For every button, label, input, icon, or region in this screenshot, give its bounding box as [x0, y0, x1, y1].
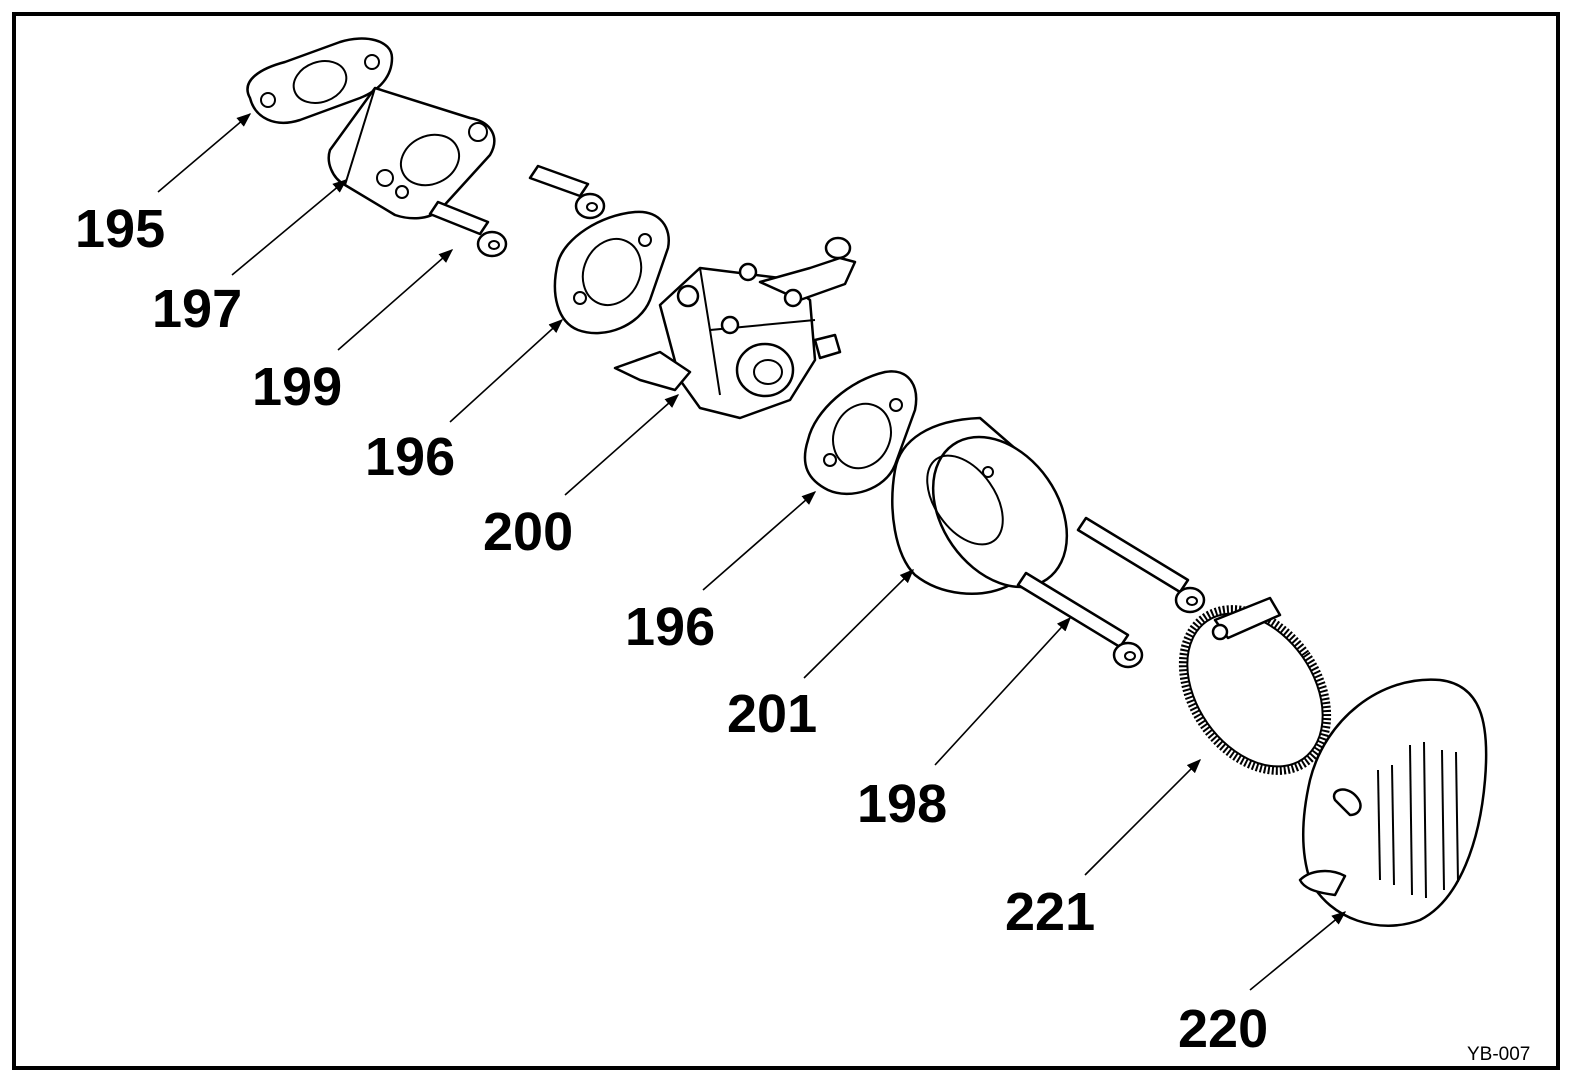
hose-clamp-221: [1178, 596, 1332, 775]
air-filter-housing-201: [891, 416, 1069, 595]
label-195: 195: [75, 199, 165, 259]
leader-200: [564, 394, 680, 496]
bolt-199-upper: [528, 164, 606, 220]
bolt-199-lower: [428, 200, 508, 258]
label-196-lower: 196: [625, 597, 715, 657]
label-197: 197: [152, 279, 242, 339]
label-199: 199: [252, 357, 342, 417]
gasket-196-lower: [803, 370, 918, 495]
part-labels: 195 197 199 196 200 196 201 198 221 220: [75, 199, 1268, 1059]
gasket-196-upper: [553, 210, 670, 335]
diagram-frame: [12, 12, 1560, 1070]
leader-195: [157, 113, 252, 193]
gasket-195: [246, 37, 394, 125]
label-198: 198: [857, 774, 947, 834]
leader-lines: [157, 113, 1347, 991]
filter-cover-220: [1298, 678, 1488, 927]
carburetor-200: [613, 236, 857, 420]
leader-198: [934, 616, 1071, 766]
label-201: 201: [727, 684, 817, 744]
leader-199: [337, 249, 454, 351]
label-220: 220: [1178, 999, 1268, 1059]
drawing-code: YB-007: [1467, 1044, 1530, 1065]
bolt-198-lower: [1016, 571, 1144, 669]
leader-196-lower: [702, 491, 817, 591]
leader-197: [231, 179, 348, 276]
label-200: 200: [483, 502, 573, 562]
leader-201: [803, 568, 915, 679]
label-196-upper: 196: [365, 427, 455, 487]
leader-220: [1249, 911, 1347, 991]
spacer-block-197: [327, 86, 496, 220]
leader-196-upper: [449, 319, 564, 423]
label-221: 221: [1005, 882, 1095, 942]
leader-221: [1084, 758, 1202, 876]
bolt-198-upper: [1076, 516, 1206, 614]
